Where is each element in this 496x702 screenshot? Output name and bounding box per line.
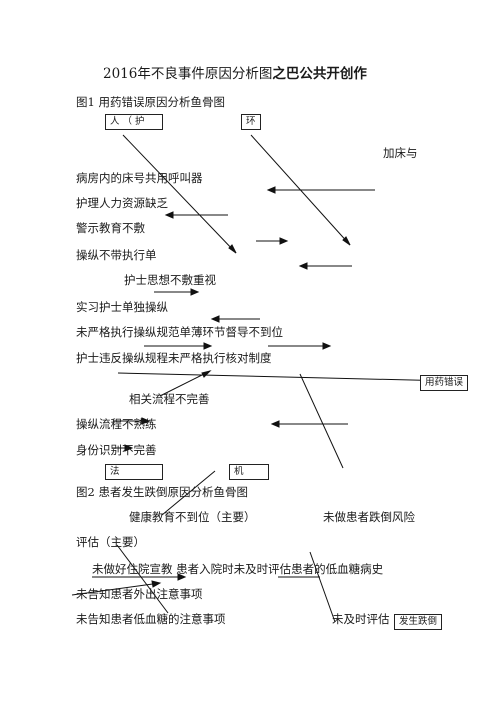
page-title: 2016年不良事件原因分析图之巴公共开创作 (103, 65, 367, 83)
cause-box-person: 人 （ 护 (105, 114, 163, 130)
fig2-cause-line-4: 未做好住院宣教 患者入院时未及时评估患者的低血糖病史 (92, 562, 384, 576)
fig1-cause-line-4: 警示教育不敷 (76, 221, 145, 235)
fig2-cause-line-3: 评估（主要） (76, 535, 145, 549)
effect-box-fall: 发生跌倒 (394, 614, 443, 630)
fig2-cause-line-2: 未做患者跌倒风险 (323, 510, 415, 524)
fig2-cause-line-6: 未告知患者低血糖的注意事项 (76, 612, 226, 626)
fig1-cause-line-9: 护士违反操纵规程未严格执行核对制度 (76, 351, 272, 365)
fig2-cause-line-5: 未告知患者外出注意事项 (76, 587, 203, 601)
fig1-cause-line-8: 未严格执行操纵规范单薄环节督导不到位 (76, 325, 283, 339)
fig2-cause-line-1: 健康教育不到位（主要） (129, 510, 256, 524)
title-prefix: 2016年不良事件原因分析图 (103, 66, 273, 82)
fig1-cause-line-7: 实习护士单独操纵 (76, 300, 168, 314)
fig1-cause-line-3: 护理人力资源缺乏 (76, 196, 168, 210)
cause-box-environment: 环 (241, 114, 261, 130)
fig1-cause-line-12: 身份识别不完善 (76, 443, 157, 457)
figure2-caption: 图2 患者发生跌倒原因分析鱼骨图 (76, 485, 248, 499)
title-suffix: 之巴公共开创作 (272, 66, 367, 82)
effect-box-medication-error: 用药错误 (420, 375, 469, 391)
figure1-caption: 图1 用药错误原因分析鱼骨图 (76, 95, 225, 109)
fig2-cause-line-7: 未及时评估 (332, 612, 390, 626)
fig1-cause-line-5: 操纵不带执行单 (76, 248, 157, 262)
fig1-cause-line-11: 操纵流程不熟练 (76, 417, 157, 431)
cause-box-method: 法 (105, 464, 163, 480)
fig1-cause-line-6: 护士思想不敷重视 (124, 273, 216, 287)
fig1-cause-line-2: 病房内的床号共用呼叫器 (76, 171, 203, 185)
fig1-cause-line-1: 加床与 (383, 146, 418, 160)
cause-box-machine: 机 (229, 464, 269, 480)
fig1-cause-line-10: 相关流程不完善 (129, 392, 210, 406)
